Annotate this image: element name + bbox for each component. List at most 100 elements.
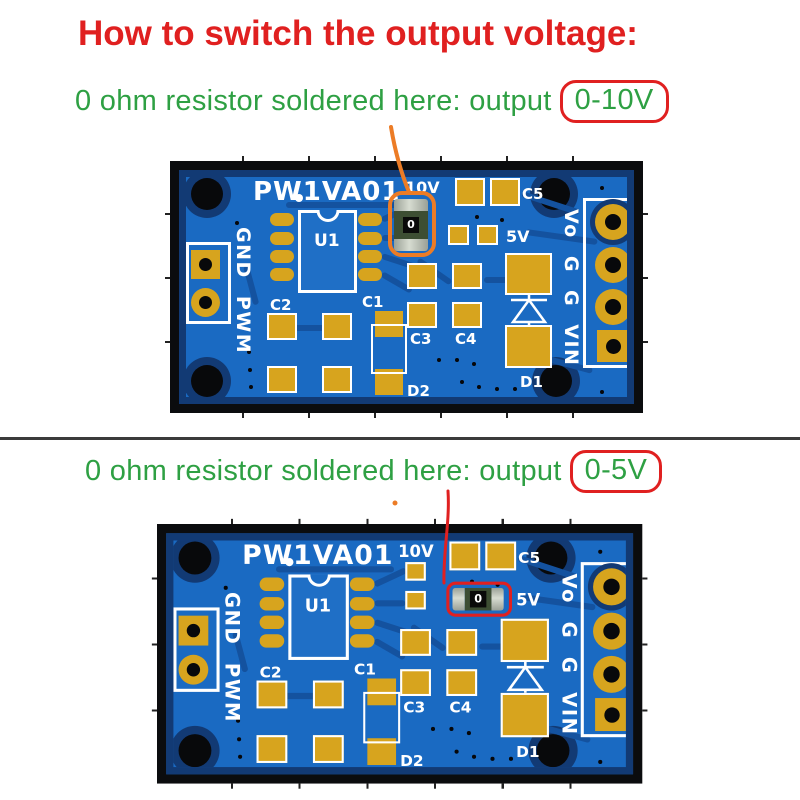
via-dot bbox=[248, 368, 252, 372]
resistor-body: 0 bbox=[464, 587, 492, 611]
smd-pad-d1 bbox=[505, 325, 552, 368]
copper-trace bbox=[273, 692, 320, 700]
via-dot bbox=[237, 737, 242, 742]
grid-ticks bbox=[165, 518, 635, 524]
pin-pad-pwm bbox=[191, 288, 220, 317]
smd-pad-c1 bbox=[312, 735, 344, 763]
pcb-surface: PW1VA01 U1 10V 0 5V C5 bbox=[179, 170, 634, 404]
stray-orange-dot bbox=[392, 500, 398, 506]
via-dot bbox=[430, 726, 436, 732]
ic-pad bbox=[270, 250, 294, 263]
pin1-marker-dot bbox=[285, 557, 294, 567]
via-dot bbox=[249, 385, 253, 389]
smd-pad-5v bbox=[448, 225, 469, 245]
via-dot bbox=[454, 749, 459, 754]
label-d2: D2 bbox=[400, 751, 424, 771]
pin-header-outline bbox=[580, 562, 626, 738]
grid-ticks bbox=[165, 783, 635, 789]
label-d2: D2 bbox=[407, 382, 430, 400]
instruction-text-10v: 0 ohm resistor soldered here: output bbox=[75, 85, 552, 117]
grid-ticks bbox=[151, 532, 157, 776]
label-5v: 5V bbox=[516, 589, 541, 610]
smd-pad-d1 bbox=[500, 692, 549, 738]
via-dot bbox=[598, 759, 603, 764]
copper-trace bbox=[276, 566, 395, 573]
section-divider bbox=[0, 437, 800, 440]
smd-pad-10v bbox=[405, 562, 426, 581]
via-dot bbox=[500, 218, 504, 222]
smd-pad-d1 bbox=[500, 618, 549, 663]
via-dot bbox=[449, 726, 454, 732]
pin-pad-g bbox=[593, 655, 626, 693]
smd-pad-c3 bbox=[400, 669, 431, 697]
smd-pad-c2 bbox=[267, 366, 297, 393]
smd-pad-c5 bbox=[490, 178, 520, 206]
via-dot bbox=[495, 387, 499, 391]
label-c4: C4 bbox=[449, 698, 472, 717]
copper-trace bbox=[284, 325, 328, 331]
ic-pad bbox=[358, 268, 382, 281]
pin1-marker-dot bbox=[295, 194, 303, 202]
label-c4: C4 bbox=[455, 330, 477, 348]
ic-u1-label: U1 bbox=[304, 596, 332, 617]
ic-pad bbox=[259, 615, 285, 630]
ic-pad bbox=[349, 597, 375, 611]
mounting-hole bbox=[191, 178, 223, 210]
right-pin-labels: Vo G G VIN bbox=[557, 573, 580, 736]
pcb-board-0-10v: PW1VA01 U1 10V 0 5V C5 bbox=[165, 156, 648, 418]
smd-pad-c3 bbox=[400, 629, 431, 656]
via-dot bbox=[475, 215, 479, 219]
copper-trace bbox=[286, 202, 401, 208]
resistor-end-cap bbox=[452, 587, 465, 611]
diode-symbol-icon bbox=[510, 295, 548, 325]
ic-pad bbox=[358, 232, 382, 245]
ic-pad bbox=[259, 597, 285, 611]
label-10v: 10V bbox=[398, 541, 434, 562]
smd-pad-c5 bbox=[449, 541, 481, 571]
smd-pad-5v bbox=[477, 225, 498, 245]
instruction-line-5v: 0 ohm resistor soldered here: output 0-5… bbox=[85, 450, 663, 493]
smd-pad-c2 bbox=[256, 680, 288, 709]
via-dot bbox=[437, 358, 441, 362]
pin-header-outline bbox=[173, 607, 220, 692]
smd-pad-c5 bbox=[455, 178, 485, 206]
pin-header-outline bbox=[583, 198, 627, 368]
left-pin-labels: GND PWM bbox=[232, 227, 254, 355]
ic-pad bbox=[270, 268, 294, 281]
pin-pad-g bbox=[595, 247, 627, 283]
ic-pad bbox=[349, 634, 375, 648]
pin-pad-vo bbox=[595, 204, 627, 240]
via-dot bbox=[477, 385, 481, 389]
right-pin-labels: Vo G G VIN bbox=[560, 209, 582, 367]
pin-pad-vo bbox=[593, 568, 626, 606]
label-c1: C1 bbox=[362, 293, 384, 311]
mounting-hole bbox=[540, 365, 572, 397]
zero-ohm-resistor-10v: 0 bbox=[394, 199, 428, 251]
silkscreen-model-label: PW1VA01 bbox=[242, 540, 394, 572]
smd-pad-c2 bbox=[267, 313, 297, 340]
grid-ticks bbox=[642, 532, 648, 776]
smd-pad-c5 bbox=[485, 541, 517, 571]
resistor-highlight-orange bbox=[388, 191, 436, 257]
pin-pad-g bbox=[595, 289, 627, 325]
ic-pad bbox=[270, 232, 294, 245]
smd-pad-c4 bbox=[452, 263, 482, 289]
pin-pad-gnd bbox=[178, 615, 209, 646]
via-dot bbox=[472, 362, 476, 366]
mounting-hole bbox=[191, 365, 223, 397]
ic-pad bbox=[358, 250, 382, 263]
smd-pad-d1 bbox=[505, 253, 552, 295]
resistor-highlight-red bbox=[446, 581, 512, 617]
smd-pad-c1 bbox=[322, 313, 352, 340]
ic-notch bbox=[316, 210, 339, 222]
ic-notch bbox=[306, 574, 331, 587]
via-dot bbox=[223, 585, 228, 590]
copper-trace bbox=[479, 643, 515, 650]
mounting-hole bbox=[178, 734, 212, 768]
pin-header-outline bbox=[186, 242, 231, 324]
ic-pad bbox=[358, 213, 382, 226]
grid-ticks bbox=[643, 169, 648, 405]
via-dot bbox=[600, 390, 604, 394]
via-dot bbox=[508, 756, 514, 761]
pcb-board-0-5v: PW1VA01 U1 10V 0 5V C5 bbox=[151, 518, 648, 789]
